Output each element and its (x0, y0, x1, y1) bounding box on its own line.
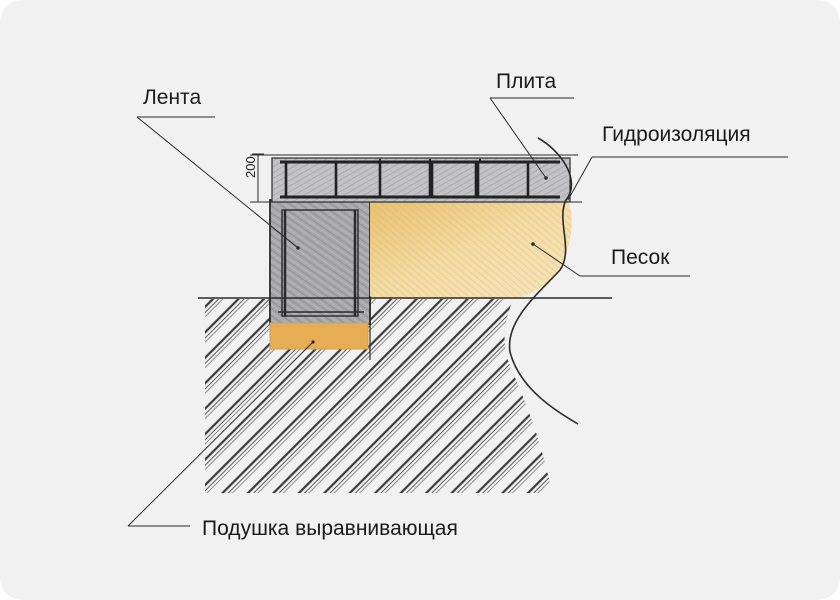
leveling-cushion (269, 322, 369, 350)
label-podushka: Подушка выравнивающая (202, 517, 458, 540)
label-lenta: Лента (143, 86, 201, 109)
soil-area (203, 297, 555, 495)
label-pesok: Песок (611, 246, 670, 269)
leader-lines (127, 97, 788, 527)
slab (250, 154, 582, 203)
strip-foundation (269, 199, 371, 325)
waterproofing-line (508, 137, 579, 425)
label-gidroizolyatsiya: Гидроизоляция (602, 123, 751, 146)
dimension-200: 200 (243, 153, 264, 203)
sand-layer (370, 202, 572, 298)
dimension-label: 200 (243, 156, 258, 178)
label-plita: Плита (496, 70, 556, 93)
